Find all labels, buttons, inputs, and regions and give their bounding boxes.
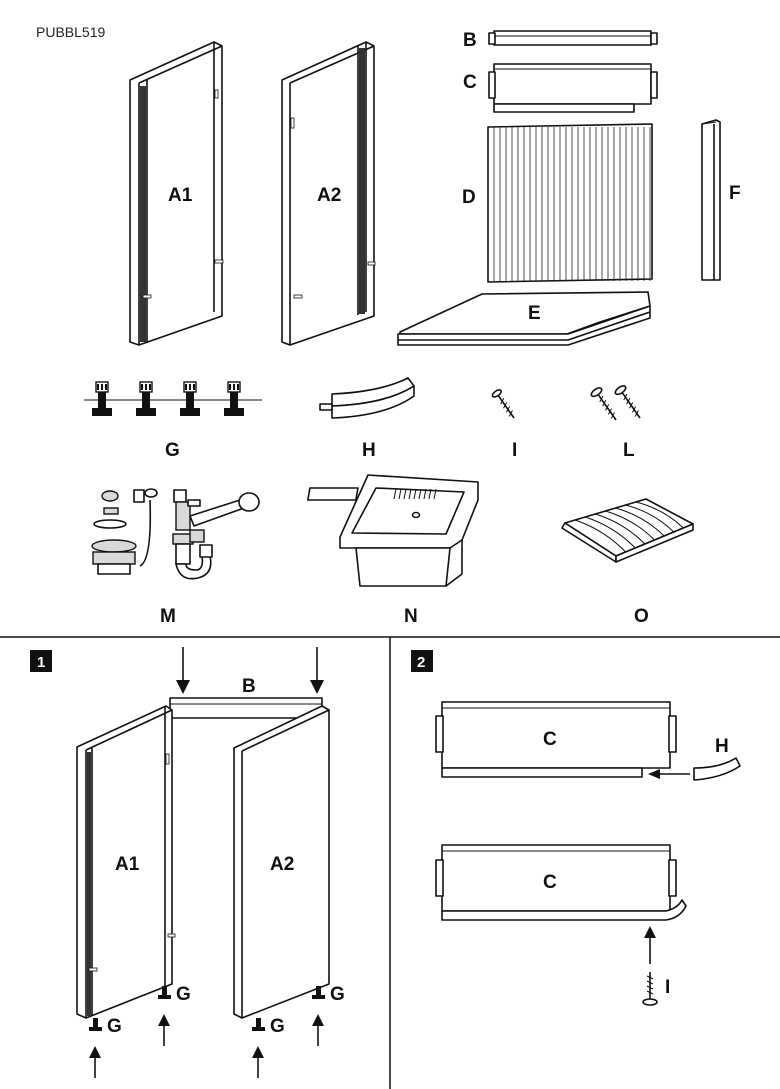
step-2-c-label-top: C bbox=[543, 729, 557, 750]
part-c-label: C bbox=[463, 72, 477, 93]
document-code: PUBBL519 bbox=[36, 24, 105, 40]
part-h-label: H bbox=[362, 440, 376, 461]
step-1-g-label: G bbox=[330, 984, 345, 1005]
part-m-drain-kit: M bbox=[91, 488, 260, 627]
foot-icon bbox=[256, 1018, 261, 1028]
washboard-rib bbox=[605, 510, 655, 541]
part-d-ribbed-panel: D bbox=[462, 123, 653, 283]
step-1-number: 1 bbox=[37, 654, 45, 671]
step-1-foot-2: G bbox=[158, 984, 191, 1046]
part-a1-label: A1 bbox=[168, 185, 193, 206]
part-f-profile: F bbox=[701, 119, 741, 281]
part-a2-label: A2 bbox=[317, 185, 341, 206]
part-f-label: F bbox=[729, 183, 741, 204]
part-i-label: I bbox=[512, 440, 517, 461]
step-1-g-label: G bbox=[176, 984, 191, 1005]
sink-rib bbox=[428, 488, 432, 500]
step-2: 2 C H C I bbox=[411, 650, 741, 1006]
step-1-g-label: G bbox=[270, 1016, 285, 1037]
part-a2-panel: A2 bbox=[281, 41, 376, 346]
foot-icon bbox=[162, 986, 167, 996]
part-l-label: L bbox=[623, 440, 635, 461]
part-n-label: N bbox=[404, 606, 418, 627]
step-2-i-label: I bbox=[665, 977, 670, 998]
step-1-foot-1: G bbox=[89, 1016, 122, 1078]
step-2-number: 2 bbox=[417, 654, 425, 671]
step-2-arrow-up bbox=[644, 926, 656, 964]
washboard-rib bbox=[635, 501, 684, 529]
sink-rib bbox=[403, 488, 407, 500]
part-b-rail: B bbox=[463, 30, 658, 51]
part-i-screw: I bbox=[491, 389, 517, 461]
step-1-a1-label: A1 bbox=[115, 854, 140, 875]
part-g-adjustable-feet: G bbox=[84, 381, 262, 461]
step-1-foot-4: G bbox=[312, 984, 345, 1046]
part-h-end-cap: H bbox=[319, 377, 415, 461]
washboard-rib bbox=[595, 513, 646, 545]
washboard-rib bbox=[615, 507, 665, 537]
foot-icon bbox=[93, 1018, 98, 1028]
part-d-label: D bbox=[462, 187, 476, 208]
step-1-badge bbox=[30, 650, 52, 672]
foot-icon bbox=[224, 381, 244, 416]
part-b-label: B bbox=[463, 30, 477, 51]
foot-icon bbox=[92, 381, 112, 416]
sink-rib bbox=[408, 488, 412, 500]
step-1-arrow-down-left bbox=[176, 647, 190, 694]
part-n-sink: N bbox=[307, 474, 479, 627]
step-1-foot-3: G bbox=[252, 1016, 285, 1078]
part-o-label: O bbox=[634, 606, 649, 627]
sink-rib bbox=[433, 488, 437, 500]
step-1-b-label: B bbox=[242, 676, 256, 697]
part-e-label: E bbox=[528, 303, 541, 324]
step-2-h-label: H bbox=[715, 736, 729, 757]
part-l-screws: L bbox=[590, 385, 641, 461]
part-e-base-tray: E bbox=[397, 291, 651, 346]
step-2-c-label-bottom: C bbox=[543, 872, 557, 893]
washboard-rib bbox=[625, 504, 675, 533]
washboard-rib bbox=[574, 519, 626, 553]
part-g-label: G bbox=[165, 440, 180, 461]
sink-rib bbox=[398, 488, 402, 500]
sink-rib bbox=[413, 488, 417, 500]
part-o-washboard: O bbox=[561, 498, 694, 627]
step-2-screw-icon bbox=[642, 972, 658, 1006]
washboard-rib bbox=[585, 516, 636, 549]
step-2-badge bbox=[411, 650, 433, 672]
part-m-label: M bbox=[160, 606, 176, 627]
foot-icon bbox=[136, 381, 156, 416]
step-1-a2-label: A2 bbox=[270, 854, 294, 875]
part-c-rail: C bbox=[463, 63, 658, 113]
part-a1-panel: A1 bbox=[129, 41, 224, 346]
sink-rib bbox=[393, 488, 397, 500]
step-1-arrow-down-right bbox=[310, 647, 324, 694]
foot-icon bbox=[316, 986, 321, 996]
step-1: 1 B A1 A2 G G G G bbox=[30, 647, 345, 1078]
sink-rib bbox=[423, 488, 427, 500]
step-1-g-label: G bbox=[107, 1016, 122, 1037]
sink-rib bbox=[418, 488, 422, 500]
step-2-arrow-h-left bbox=[648, 769, 690, 779]
foot-icon bbox=[180, 381, 200, 416]
